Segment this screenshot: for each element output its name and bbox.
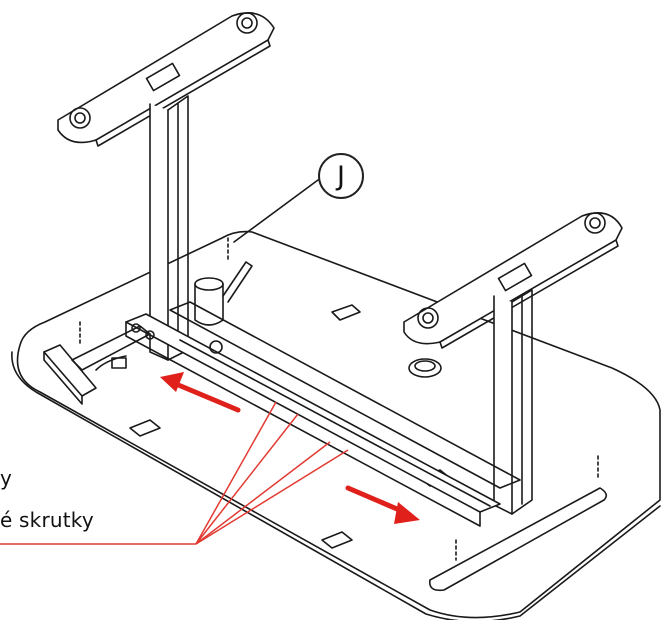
arrow-left-head: [160, 372, 184, 392]
grommet-hole: [408, 358, 442, 378]
crossbar-frame: [125, 301, 521, 527]
right-leg: [403, 212, 623, 515]
screw-leaders: [0, 401, 349, 545]
tabletop: [16, 230, 661, 619]
arrow-right-head: [394, 502, 420, 524]
label-line-1: y: [0, 466, 13, 490]
tabletop-edge: [11, 351, 661, 623]
screw: [79, 237, 599, 561]
label-line-2: é skrutky: [0, 508, 94, 532]
arrow-right: [345, 485, 407, 515]
direction-arrows: [160, 372, 420, 524]
motor: [194, 261, 253, 354]
left-leg: [57, 12, 275, 361]
arrow-left: [173, 381, 241, 413]
callout-leader: [233, 179, 319, 243]
control-box: [43, 344, 127, 405]
callout-letter: J: [337, 160, 345, 192]
callout-j: J: [318, 153, 364, 199]
